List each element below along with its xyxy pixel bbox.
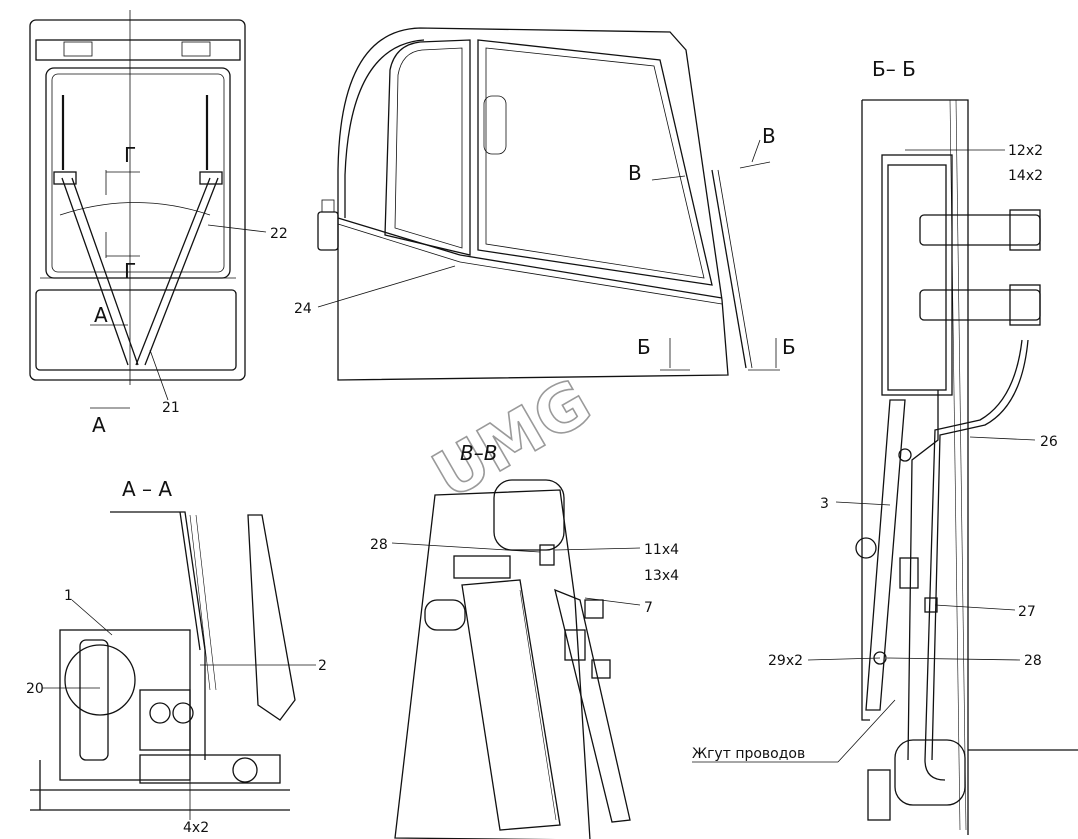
section-title-vv: В–В [460,441,497,465]
section-bb [692,99,1078,835]
callout-28-bb: 28 [1024,653,1042,669]
callout-24: 24 [294,301,312,317]
section-title-bb: Б– Б [872,57,916,81]
callout-29x2: 29x2 [768,653,803,669]
section-title-aa: А – А [122,477,172,501]
callout-11x4: 11x4 [644,542,679,558]
callout-27: 27 [1018,604,1036,620]
callout-26: 26 [1040,434,1058,450]
cut-mark-b-left: Б [637,335,651,359]
callout-4x2: 4x2 [183,820,209,836]
section-vv [391,479,641,839]
cut-mark-g-top: Г [124,143,136,167]
callout-7: 7 [644,600,653,616]
cut-mark-g-bottom: Г [124,259,136,283]
cut-mark-b-right: Б [782,335,796,359]
callout-3: 3 [820,496,829,512]
callout-22: 22 [270,226,288,242]
callout-28-vv: 28 [370,537,388,553]
callout-13x4: 13x4 [644,568,679,584]
cut-mark-a-bottom: А [92,413,106,437]
cut-mark-a-top: А [94,303,108,327]
cut-mark-v-left: В [628,161,642,185]
side-view [317,27,780,381]
callout-harness: Жгут проводов [692,746,805,762]
section-aa [30,511,316,820]
front-view [29,10,267,409]
callout-1: 1 [64,588,73,604]
cut-mark-v-right: В [762,124,776,148]
callout-14x2: 14x2 [1008,168,1043,184]
callout-2: 2 [318,658,327,674]
callout-12x2: 12x2 [1008,143,1043,159]
callout-20: 20 [26,681,44,697]
callout-21: 21 [162,400,180,416]
